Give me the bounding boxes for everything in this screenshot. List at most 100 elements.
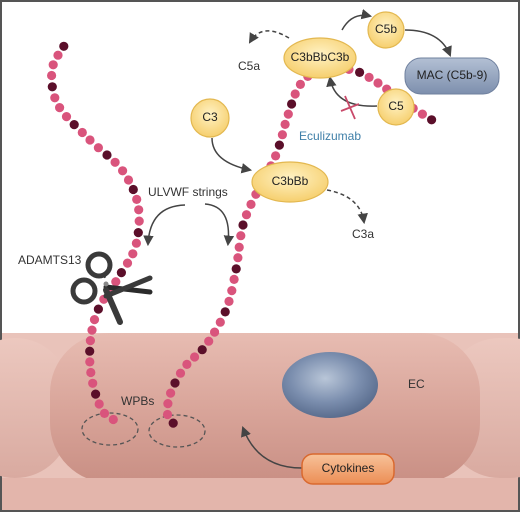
bead xyxy=(134,205,144,215)
label-c3bbb: C3bBb xyxy=(272,174,309,188)
nucleus xyxy=(282,352,378,418)
bead xyxy=(355,67,365,77)
bead xyxy=(93,143,103,153)
bead xyxy=(280,119,290,129)
bead xyxy=(417,109,427,119)
bead xyxy=(246,199,256,209)
node-c3bbbc3b: C3bBbC3b xyxy=(283,37,357,79)
bead xyxy=(215,317,225,327)
bead xyxy=(236,231,246,241)
bead xyxy=(110,157,120,167)
bead xyxy=(220,307,230,317)
bead xyxy=(59,41,69,51)
bead xyxy=(170,378,180,388)
bead xyxy=(123,175,134,185)
bead xyxy=(102,150,112,160)
label-wpbs: WPBs xyxy=(121,394,154,408)
bead xyxy=(61,112,72,122)
bead xyxy=(233,253,243,263)
bead xyxy=(210,327,220,337)
bead xyxy=(53,50,63,60)
bead xyxy=(182,359,192,369)
bead xyxy=(134,216,144,226)
node-c3: C3 xyxy=(190,98,230,138)
arrow-c3bbbc3b-to-c5b xyxy=(341,9,373,31)
bead xyxy=(87,325,97,335)
bead xyxy=(241,210,252,220)
bead xyxy=(224,296,234,306)
bead xyxy=(122,258,133,268)
bead xyxy=(128,249,138,259)
bead xyxy=(77,127,87,138)
arrows xyxy=(143,9,452,469)
bead xyxy=(47,82,57,92)
label-eculizumab: Eculizumab xyxy=(299,129,361,143)
bead xyxy=(85,346,95,356)
bead xyxy=(48,60,58,70)
bead xyxy=(290,89,300,99)
bead xyxy=(238,220,248,230)
bead xyxy=(227,286,237,296)
label-c3a: C3a xyxy=(352,227,374,241)
bead xyxy=(93,304,103,314)
arrow-c3-to-c3bbb xyxy=(211,137,253,174)
bead xyxy=(116,268,126,278)
bead xyxy=(131,238,141,248)
bead xyxy=(128,184,138,195)
bead xyxy=(231,264,241,274)
bead xyxy=(99,408,110,418)
label-mac: MAC (C5b-9) xyxy=(417,68,488,82)
bead xyxy=(162,409,173,420)
bead xyxy=(168,418,178,428)
bead xyxy=(287,99,297,109)
bead xyxy=(94,399,104,409)
bead xyxy=(132,194,142,204)
bead xyxy=(111,277,121,287)
arrow-c3bbb-to-c3a xyxy=(326,189,368,225)
arrow-c5-to-c3bbbc3b xyxy=(326,75,378,107)
bead-string-left xyxy=(47,41,144,425)
arrow-cytokines-to-cell xyxy=(241,426,303,469)
bead xyxy=(175,368,186,378)
bead xyxy=(86,367,96,378)
wpb-oval-left xyxy=(81,412,139,446)
label-c5b: C5b xyxy=(375,22,397,36)
bead xyxy=(271,151,281,161)
label-adamts13: ADAMTS13 xyxy=(18,253,82,267)
bead xyxy=(277,130,287,140)
bead xyxy=(85,135,95,145)
bead xyxy=(364,72,374,82)
bead xyxy=(108,414,118,425)
bead xyxy=(204,336,214,346)
arrow-ulvwf-left xyxy=(143,204,186,247)
bead xyxy=(118,166,128,176)
bead xyxy=(50,93,60,103)
bead xyxy=(373,78,383,88)
bead xyxy=(85,336,95,346)
bead xyxy=(283,109,293,119)
bead xyxy=(229,274,239,284)
arrow-c3bbbc3b-to-c5a xyxy=(248,30,290,44)
bead xyxy=(91,389,101,399)
label-ulvwf: ULVWF strings xyxy=(148,185,228,199)
bead xyxy=(133,228,143,238)
bead xyxy=(166,388,176,398)
label-c5a: C5a xyxy=(238,59,260,73)
bead xyxy=(190,352,200,362)
bead xyxy=(163,399,173,409)
label-cytokines: Cytokines xyxy=(322,461,375,475)
wpb-oval-right xyxy=(148,414,206,448)
bead xyxy=(88,378,98,388)
endothelium-layer xyxy=(0,333,520,510)
bead xyxy=(85,357,95,367)
neighbor-cell-left xyxy=(0,338,70,478)
inhibition-mark xyxy=(340,95,360,120)
node-c5b: C5b xyxy=(367,11,405,49)
arrow-ulvwf-right xyxy=(204,203,235,247)
label-c3: C3 xyxy=(202,110,218,124)
label-c3bbbc3b: C3bBbC3b xyxy=(291,50,350,64)
bead xyxy=(197,345,207,355)
node-cytokines: Cytokines xyxy=(301,453,395,485)
